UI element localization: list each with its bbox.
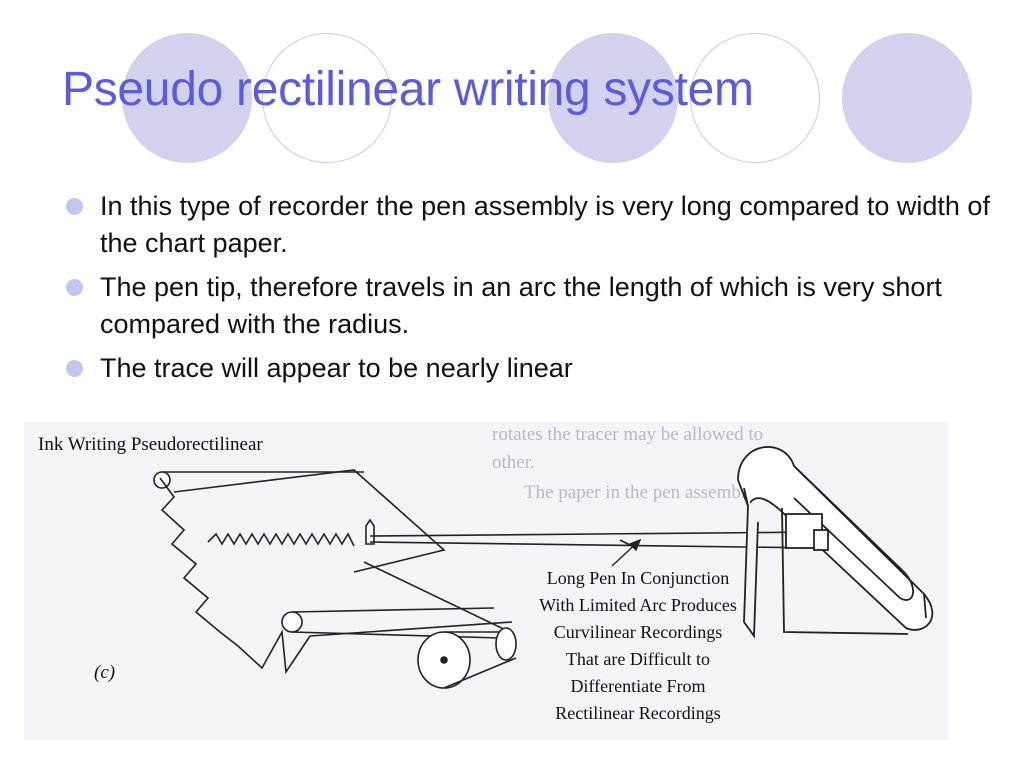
callout-line: That are Difficult to <box>566 649 710 669</box>
chart-paper <box>153 469 517 689</box>
callout-line: Rectilinear Recordings <box>555 703 720 723</box>
callout-line: With Limited Arc Produces <box>539 595 737 615</box>
bullet-text: The trace will appear to be nearly linea… <box>100 353 573 383</box>
decor-circle-4 <box>690 33 820 163</box>
decor-circle-1 <box>122 33 252 163</box>
bullet-item: The pen tip, therefore travels in an arc… <box>62 269 992 343</box>
figure-heading: Ink Writing Pseudorectilinear <box>38 434 263 455</box>
panel-label: (c) <box>94 662 115 683</box>
bleed-line: The paper in the pen assembly <box>524 482 756 503</box>
pen-arm <box>369 531 821 549</box>
bullet-dot-icon <box>66 360 83 377</box>
bullet-item: In this type of recorder the pen assembl… <box>62 188 992 262</box>
pen-recorder-diagram: rotates the tracer may be allowed to oth… <box>38 424 934 723</box>
callout-line: Curvilinear Recordings <box>554 622 722 642</box>
bullet-list: In this type of recorder the pen assembl… <box>62 188 992 394</box>
bleed-text: rotates the tracer may be allowed to oth… <box>492 424 763 503</box>
callout-text: Long Pen In Conjunction With Limited Arc… <box>539 568 737 723</box>
bleed-line: other. <box>492 452 535 473</box>
decor-circle-2 <box>262 33 392 163</box>
slide-title: Pseudo rectilinear writing system <box>62 63 754 116</box>
callout-arrow <box>611 538 642 567</box>
bullet-text: In this type of recorder the pen assembl… <box>100 191 990 258</box>
pen-recorder-figure: rotates the tracer may be allowed to oth… <box>24 422 948 740</box>
bullet-dot-icon <box>66 198 83 215</box>
pen-drive-housing <box>737 446 934 639</box>
decor-circle-3 <box>548 33 678 163</box>
decor-circle-5 <box>842 33 972 163</box>
bullet-dot-icon <box>66 279 83 296</box>
bullet-item: The trace will appear to be nearly linea… <box>62 350 992 387</box>
callout-line: Differentiate From <box>570 676 705 696</box>
callout-line: Long Pen In Conjunction <box>547 568 730 588</box>
bleed-line: rotates the tracer may be allowed to <box>492 424 763 445</box>
bullet-text: The pen tip, therefore travels in an arc… <box>100 272 942 339</box>
